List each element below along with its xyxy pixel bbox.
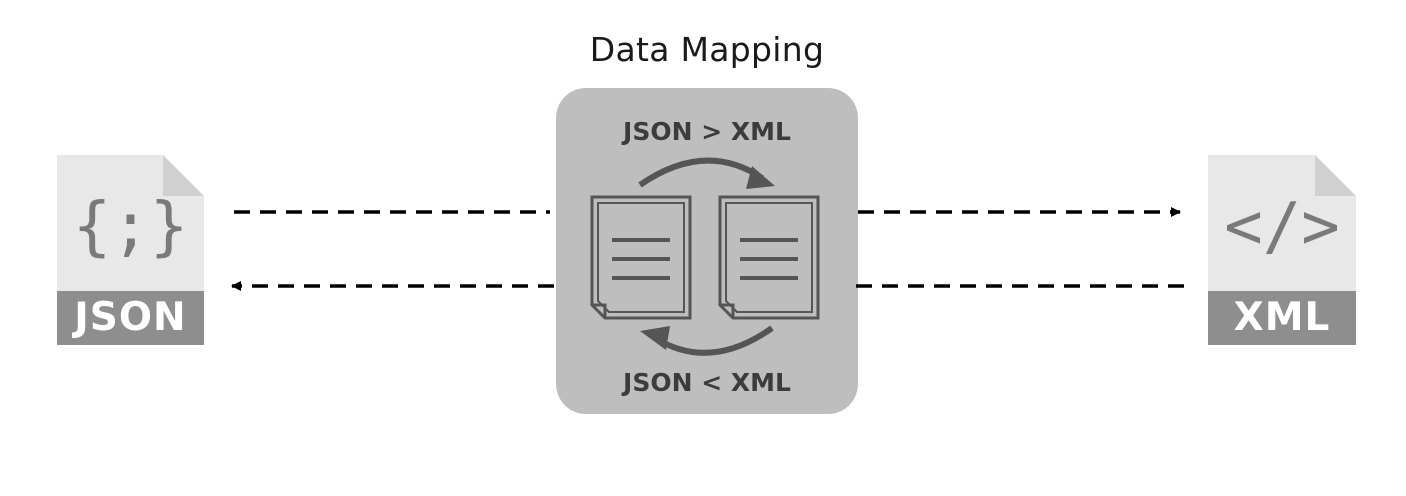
reverse-curve-arrow-icon — [640, 325, 774, 356]
diagram-title: Data Mapping — [589, 30, 825, 69]
json-file-label: JSON — [74, 295, 187, 340]
xml-code-icon: </> — [1224, 190, 1340, 264]
xml-file-icon — [1208, 155, 1356, 345]
reverse-mapping-label: JSON < XML — [623, 368, 791, 397]
forward-curve-arrow-icon — [638, 157, 775, 189]
right-document-icon — [718, 195, 820, 320]
mapping-box — [556, 88, 858, 414]
left-document-icon — [590, 195, 692, 320]
xml-file-label: XML — [1233, 295, 1331, 340]
json-file-icon — [57, 155, 204, 345]
forward-mapping-label: JSON > XML — [623, 117, 791, 146]
json-braces-icon: {;} — [72, 190, 189, 264]
